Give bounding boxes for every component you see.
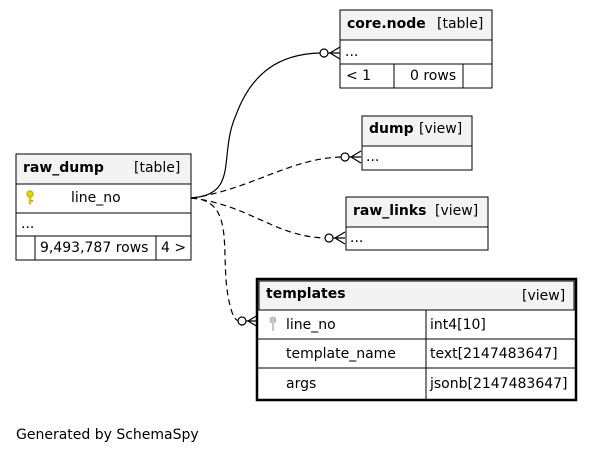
edge-raw-dump-to-dump [190,156,343,199]
primary-key-icon [26,190,34,205]
column-row: line_no int4[10] [286,317,486,333]
table-name: raw_dump [23,160,104,176]
generated-by-footer: Generated by SchemaSpy [16,427,199,443]
children-count: 4 > [161,240,186,256]
edge-raw-dump-to-core-node [190,52,321,199]
table-name: core.node [347,16,426,32]
table-body-ellipsis: ... [366,149,379,165]
edge-end-dump [340,150,362,164]
table-raw-dump[interactable]: raw_dump [table] line_no ... 9,493,787 r… [15,153,192,261]
table-kind: [view] [522,288,565,304]
table-body-ellipsis: ... [345,44,358,60]
edge-raw-dump-to-templates [190,197,241,322]
table-templates[interactable]: templates [view] line_no int4[10] templa… [255,277,578,402]
column-row: args jsonb[2147483647] [286,376,568,392]
table-kind: [view] [435,203,478,219]
column-name: args [286,376,316,392]
table-raw-links[interactable]: raw_links [view] ... [345,196,489,251]
table-body-ellipsis: ... [21,216,34,232]
table-kind: [view] [419,121,462,137]
row-count: 9,493,787 rows [40,240,148,256]
table-kind: [table] [134,160,180,176]
table-kind: [table] [437,16,483,32]
table-name: dump [369,121,414,137]
edge-end-raw-links [324,231,346,245]
column-name: template_name [286,346,396,362]
foreign-key-icon [269,316,277,331]
table-dump[interactable]: dump [view] ... [361,115,473,171]
column-row: template_name text[2147483647] [286,346,558,362]
table-core-node[interactable]: core.node [table] ... < 1 0 rows [339,9,493,89]
parents-count: < 1 [346,68,371,84]
row-count: 0 rows [410,68,456,84]
column-line-no: line_no [71,190,121,206]
edge-end-templates [237,314,259,328]
table-name: templates [266,286,346,302]
column-type: text[2147483647] [430,346,558,362]
table-body-ellipsis: ... [350,230,363,246]
column-type: jsonb[2147483647] [429,376,568,392]
column-name: line_no [286,317,336,333]
edge-end-core-node [319,46,341,60]
column-type: int4[10] [430,317,486,333]
table-name: raw_links [353,203,427,219]
edge-raw-dump-to-raw-links [190,197,327,239]
